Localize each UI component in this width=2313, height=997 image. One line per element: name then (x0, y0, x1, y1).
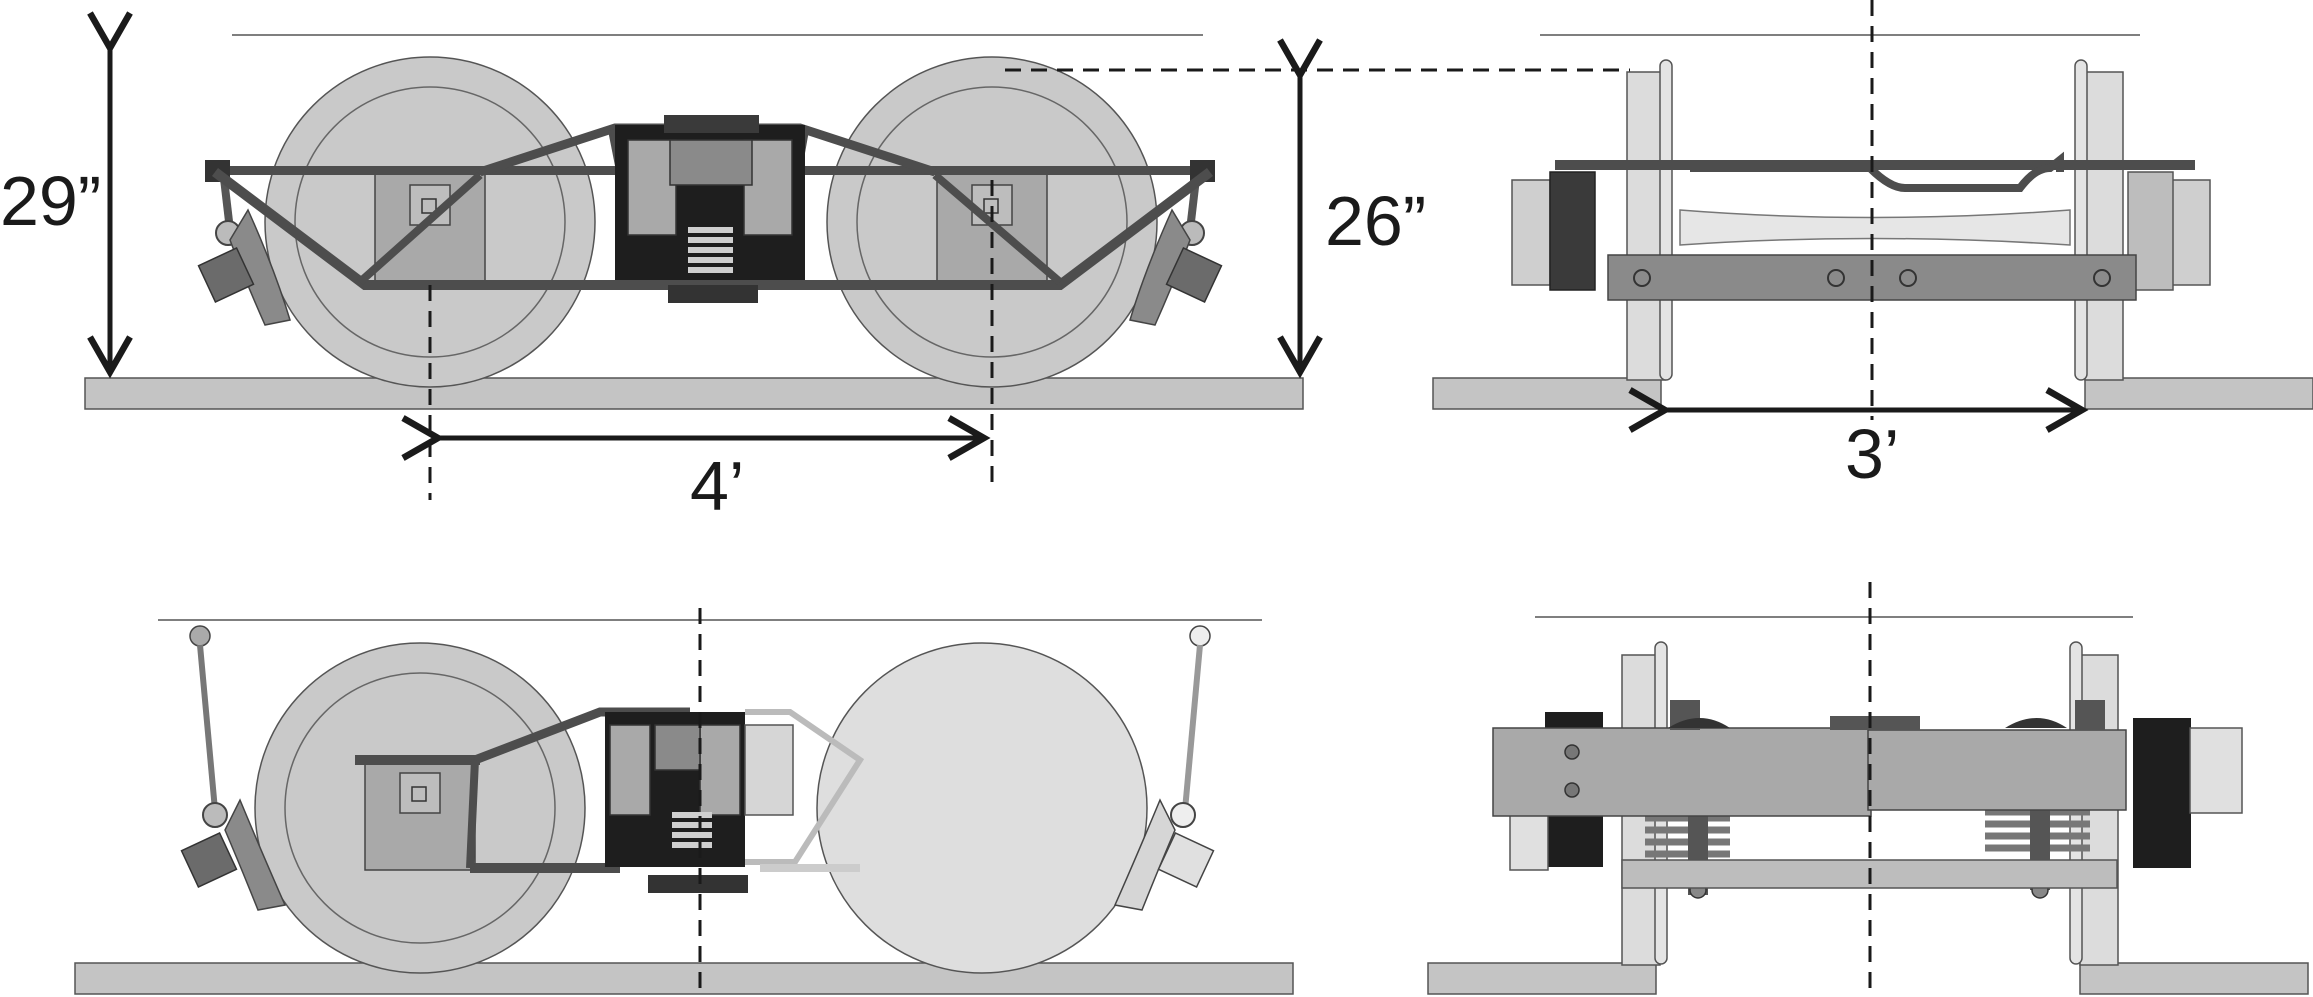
brake-right (1129, 169, 1223, 326)
rail-right (2079, 962, 2309, 995)
rail-left (1427, 962, 1657, 995)
rail-left (1432, 377, 1662, 410)
end-view-top: 3’ (1432, 0, 2313, 493)
axle-box-left (1549, 171, 1596, 291)
dimension-label-3ft: 3’ (1845, 415, 1899, 493)
wheel-right-plain (816, 642, 1148, 974)
end-view-bottom (1427, 582, 2309, 997)
wheel-end-left (1626, 71, 1666, 381)
side-view-top: 29” 26” 4’ (0, 11, 1630, 525)
wheel-end-right (2084, 71, 2124, 381)
rail (84, 377, 1304, 410)
dimension-label-26: 26” (1325, 182, 1426, 260)
rail-right (2084, 377, 2313, 410)
top-frame-bar (1555, 160, 2195, 170)
brake-left (197, 169, 291, 326)
dimension-label-4ft: 4’ (690, 447, 744, 525)
axle (1679, 209, 2071, 246)
dimension-label-29: 29” (0, 162, 101, 240)
side-view-bottom (74, 608, 1294, 997)
bolster-beam (1492, 727, 1872, 817)
rail (74, 962, 1294, 995)
bolster-center (605, 712, 794, 893)
bolster-center (615, 115, 805, 303)
axle-box-right (2133, 718, 2191, 868)
